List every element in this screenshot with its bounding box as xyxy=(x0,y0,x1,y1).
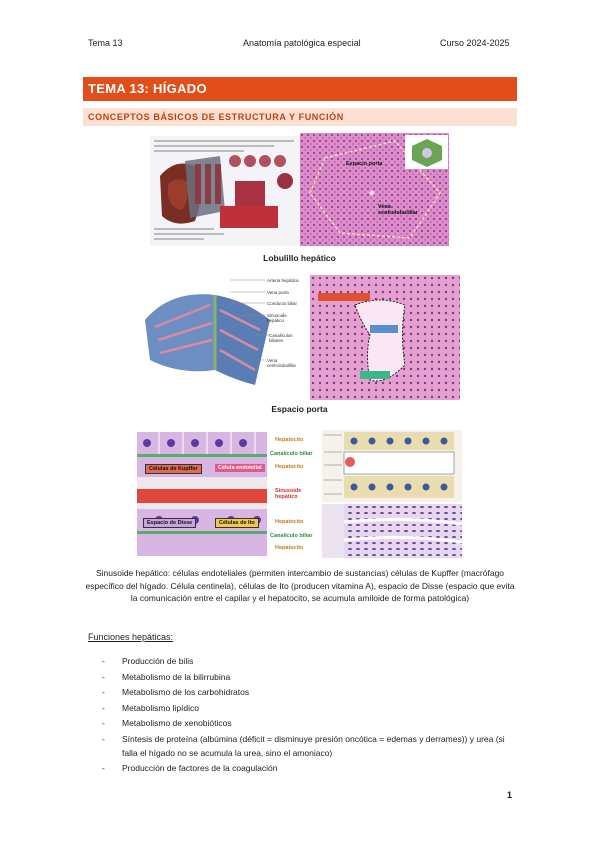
function-text: Metabolismo lipídico xyxy=(122,702,200,713)
label-vena-centrolobulillar-2: Vena centrolobulillar xyxy=(267,358,297,368)
function-text: Producción de factores de la coagulación xyxy=(122,763,278,773)
label-celulas-ito: Células de Ito xyxy=(215,518,259,528)
label-hepatocito-3: Hepatocito xyxy=(275,519,304,525)
function-text: Producción de bilis xyxy=(122,656,194,666)
sinusoid-histology-micrograph xyxy=(343,504,462,558)
list-item: -Metabolismo lipídico xyxy=(102,702,200,713)
functions-list: -Producción de bilis -Metabolismo de la … xyxy=(102,654,522,777)
list-item: -Producción de bilis xyxy=(102,656,194,666)
function-text: Metabolismo de xenobióticos xyxy=(122,718,232,728)
list-item: -Metabolismo de la bilirrubina xyxy=(102,671,231,682)
list-item: -Producción de factores de la coagulació… xyxy=(102,763,278,773)
figure-sinusoid-diagram: Hepatocito Canalículo biliar Hepatocito … xyxy=(137,430,319,557)
figure-portal-histology xyxy=(310,275,460,400)
function-text: Síntesis de proteína (albúmina (déficit … xyxy=(122,733,505,758)
header-subject: Anatomía patológica especial xyxy=(243,38,361,48)
label-vena-porta: Vena porta xyxy=(267,290,289,295)
header-course-topic: Tema 13 xyxy=(88,38,123,48)
functions-heading: Funciones hepáticas: xyxy=(88,632,174,642)
page-title: TEMA 13: HÍGADO xyxy=(88,81,207,96)
figure-lobule-histology: Espacio porta Vena centrolobulillar xyxy=(300,133,449,246)
figure-sinusoid-histology xyxy=(322,504,462,558)
lobule-3d-illustration xyxy=(145,279,270,385)
label-sinusoide-hepatico-2: Sinusoide hepático xyxy=(267,313,287,323)
sinusoid-diagram-illustration xyxy=(137,432,267,556)
function-text: Metabolismo de la bilirrubina xyxy=(122,671,231,682)
label-canaliculos-biliares: Canalículos biliares xyxy=(269,333,293,343)
caption-espacio-porta: Espacio porta xyxy=(271,404,328,414)
list-item: -Metabolismo de xenobióticos xyxy=(102,718,232,728)
label-arteria-hepatica: Arteria hepática xyxy=(267,278,299,283)
page-number: 1 xyxy=(507,790,513,800)
portal-histology-micrograph xyxy=(310,275,460,400)
list-item: -Metabolismo de los carbohidratos xyxy=(102,687,250,697)
figure-sinusoid-schematic xyxy=(322,430,462,502)
label-hepatocito-4: Hepatocito xyxy=(275,545,304,551)
label-conducto-biliar: Conducto biliar xyxy=(267,301,298,306)
figure-lobule-diagram xyxy=(150,136,300,246)
header-year: Curso 2024-2025 xyxy=(440,38,510,48)
label-espacio-porta: Espacio porta xyxy=(346,161,383,167)
label-hepatocito-2: Hepatocito xyxy=(275,464,304,470)
label-espacio-disse: Espacio de Disse xyxy=(143,518,197,528)
label-celulas-kupffer: Células de Kupffer xyxy=(145,464,202,474)
sinusoid-description: Sinusoide hepático: células endoteliales… xyxy=(85,568,515,603)
section-subtitle: CONCEPTOS BÁSICOS DE ESTRUCTURA Y FUNCIÓ… xyxy=(88,112,344,122)
sinusoid-schematic-illustration xyxy=(324,432,455,498)
label-celula-endotelial: Célula endotelial xyxy=(215,464,265,472)
label-vena-centrolobulillar-1: Vena centrolobulillar xyxy=(378,204,418,216)
function-text: Metabolismo de los carbohidratos xyxy=(122,687,250,697)
label-sinusoide-hepatico-3: Sinusoide hepático xyxy=(275,488,302,500)
figure-lobule-3d-diagram: Arteria hepática Vena porta Conducto bil… xyxy=(140,275,305,400)
list-item: -Síntesis de proteína (albúmina (déficit… xyxy=(102,733,505,758)
lobule-histology-micrograph xyxy=(300,133,449,246)
caption-lobulillo: Lobulillo hepático xyxy=(263,253,336,263)
lobule-diagram-illustration xyxy=(150,136,300,246)
label-canaliculo-biliar-2: Canalículo biliar xyxy=(270,533,313,539)
title-bar: TEMA 13: HÍGADO xyxy=(83,77,517,101)
subtitle-bar: CONCEPTOS BÁSICOS DE ESTRUCTURA Y FUNCIÓ… xyxy=(83,108,517,126)
label-hepatocito-1: Hepatocito xyxy=(275,437,304,443)
label-canaliculo-biliar-1: Canalículo biliar xyxy=(270,451,313,457)
